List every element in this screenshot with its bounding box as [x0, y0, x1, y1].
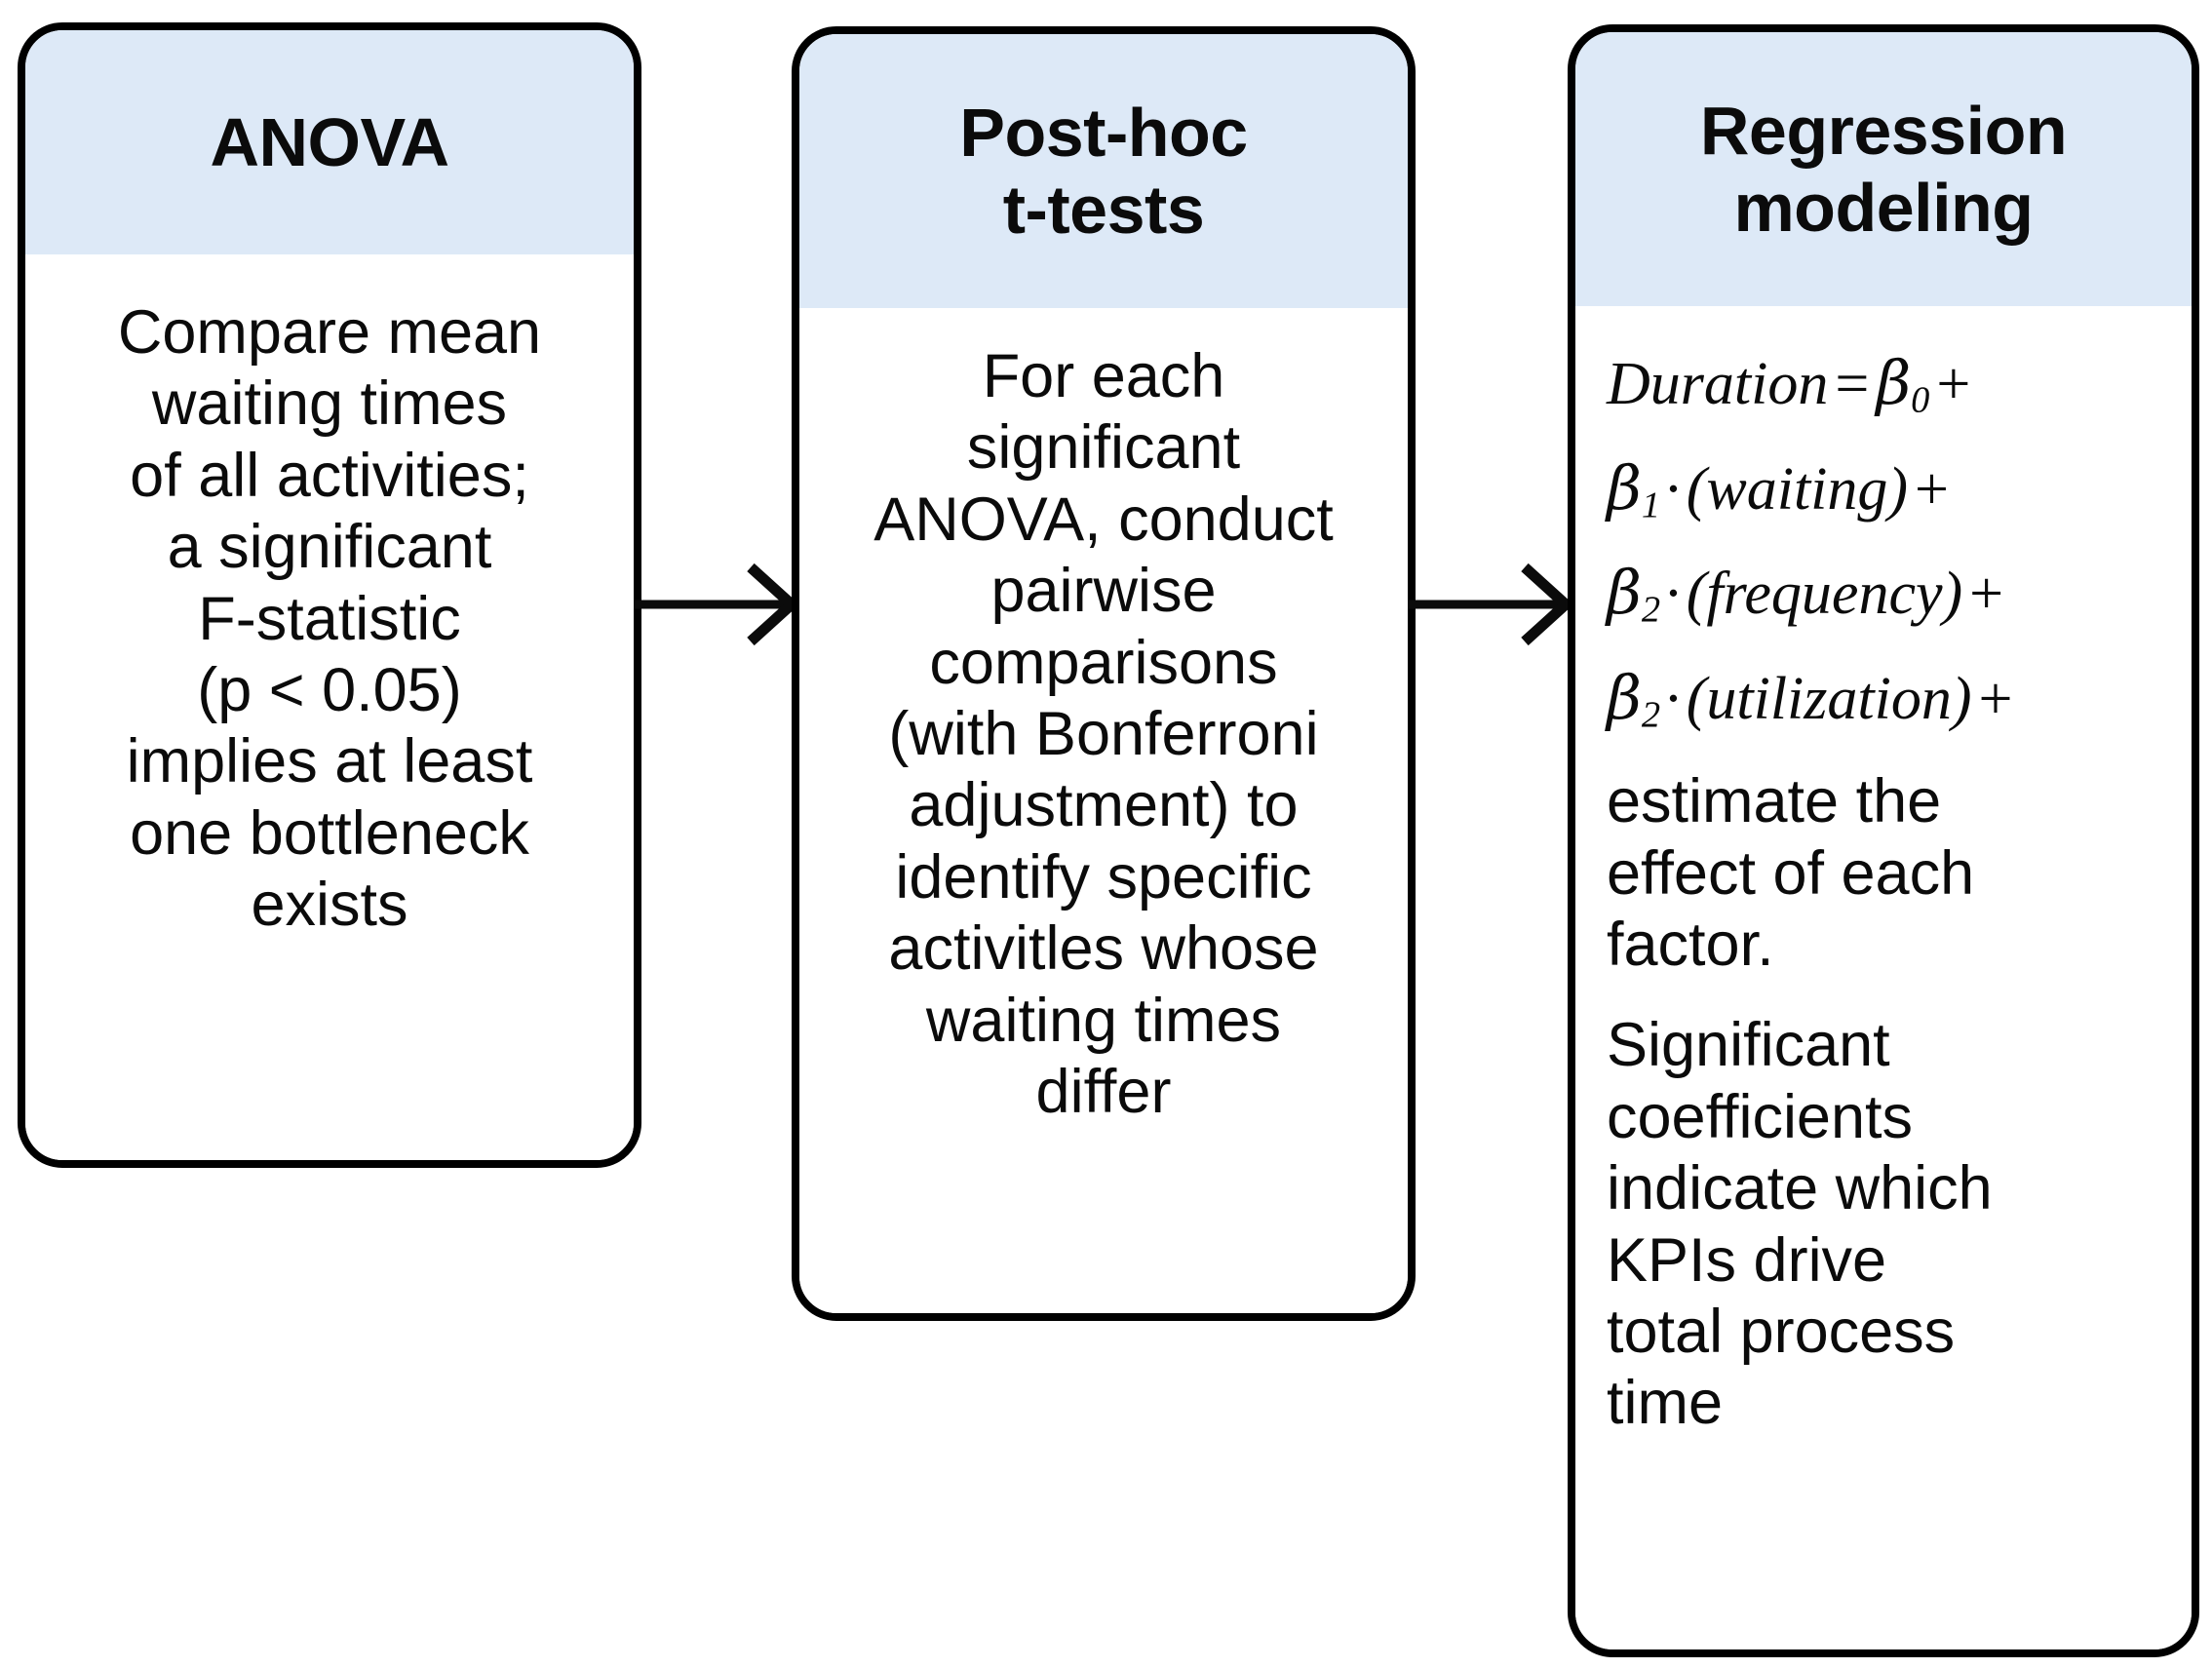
step-header-anova: ANOVA [25, 30, 634, 254]
step-header-post-hoc-t-tests: Post-hoc t-tests [799, 34, 1408, 308]
formula-multiply-dot: · [1663, 561, 1684, 628]
formula-line-3: β2·(utilization)+ [1607, 662, 2166, 738]
formula-line-0: Duration=β0+ [1607, 347, 2166, 423]
formula-line-2: β2·(frequency)+ [1607, 557, 2166, 633]
formula-beta: β [1607, 557, 1642, 629]
formula-line-1: β1·(waiting)+ [1607, 452, 2166, 528]
formula-beta: β [1876, 347, 1912, 418]
step-header-regression-modeling: Regression modeling [1575, 32, 2192, 306]
step-title-post-hoc-t-tests: Post-hoc t-tests [959, 95, 1248, 248]
formula-beta: β [1607, 451, 1642, 524]
formula-beta-subscript: 1 [1641, 485, 1661, 526]
formula-equals: = [1835, 351, 1870, 417]
formula-plus: + [1936, 351, 1971, 417]
regression-paragraph-1: estimate the effect of each factor. [1607, 767, 1975, 980]
formula-beta-subscript: 2 [1641, 589, 1661, 631]
step-body-regression-modeling: Duration=β0+ β1·(waiting)+ β2·(frequency… [1575, 306, 2192, 1649]
step-body-anova: Compare mean waiting times of all activi… [25, 254, 634, 1160]
step-title-anova: ANOVA [210, 103, 449, 180]
formula-term: (waiting) [1686, 455, 1909, 523]
regression-paragraph-2: Significant coefficients indicate which … [1607, 1011, 1993, 1438]
flow-step-anova: ANOVA Compare mean waiting times of all … [18, 22, 641, 1168]
formula-term: (utilization) [1686, 665, 1972, 732]
flow-step-regression-modeling: Regression modeling Duration=β0+ β1·(wai… [1568, 24, 2199, 1657]
step-title-regression-modeling: Regression modeling [1699, 93, 2068, 246]
formula-multiply-dot: · [1663, 455, 1684, 523]
formula-multiply-dot: · [1663, 665, 1684, 732]
step-body-post-hoc-t-tests: For each significant ANOVA, conduct pair… [799, 308, 1408, 1313]
formula-term: (frequency) [1686, 561, 1963, 628]
formula-plus: + [1978, 665, 2013, 732]
flow-step-post-hoc-t-tests: Post-hoc t-tests For each significant AN… [792, 26, 1416, 1321]
formula-plus: + [1915, 455, 1950, 523]
arrow-posthoc-to-regression-icon [1408, 546, 1579, 663]
formula-beta: β [1607, 661, 1642, 733]
formula-plus: + [1969, 561, 2004, 628]
formula-beta-subscript: 2 [1641, 694, 1661, 736]
arrow-anova-to-posthoc-icon [634, 546, 805, 663]
regression-formula: Duration=β0+ β1·(waiting)+ β2·(frequency… [1607, 347, 2166, 766]
formula-beta-subscript: 0 [1911, 379, 1930, 421]
formula-lhs: Duration [1607, 351, 1829, 417]
